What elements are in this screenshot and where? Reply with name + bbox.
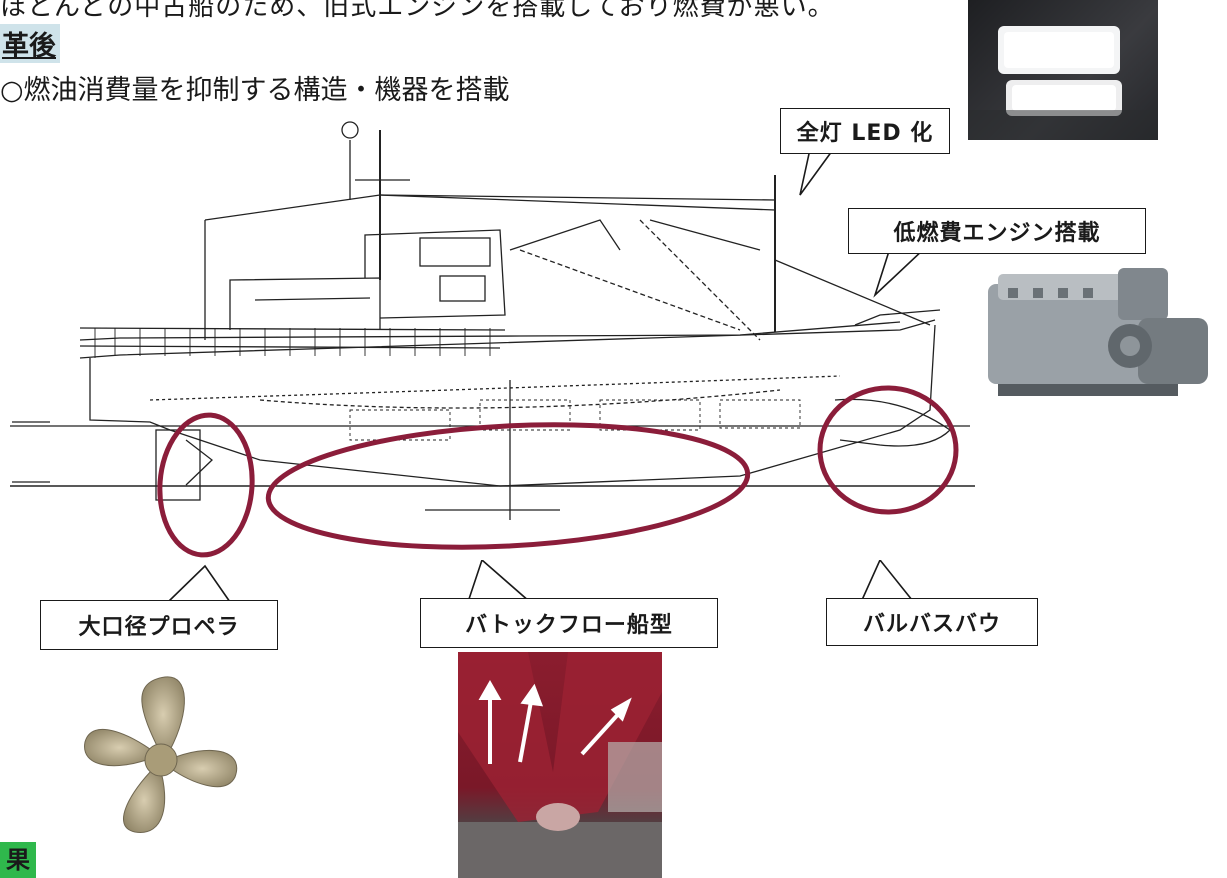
intro-text: ほとんどの中古船のため、旧式エンジンを搭載しており燃費が悪い。: [0, 0, 835, 22]
section-title: 革後: [0, 24, 60, 63]
callout-engine: 低燃費エンジン搭載: [848, 208, 1146, 254]
result-section-label: 果: [0, 842, 36, 878]
led-light-photo: [968, 0, 1158, 140]
callout-bow: バルバスバウ: [826, 598, 1038, 646]
propeller-photo: [70, 672, 250, 842]
callout-led: 全灯 LED 化: [780, 108, 950, 154]
hull-stern-photo: [458, 652, 662, 878]
engine-photo: [978, 248, 1218, 418]
lower-callout-tails: [166, 560, 914, 603]
subtitle: ○燃油消費量を抑制する構造・機器を搭載: [0, 75, 510, 106]
ship-profile-drawing: [10, 121, 975, 558]
callout-hull: バトックフロー船型: [420, 598, 718, 648]
callout-propeller: 大口径プロペラ: [40, 600, 278, 650]
